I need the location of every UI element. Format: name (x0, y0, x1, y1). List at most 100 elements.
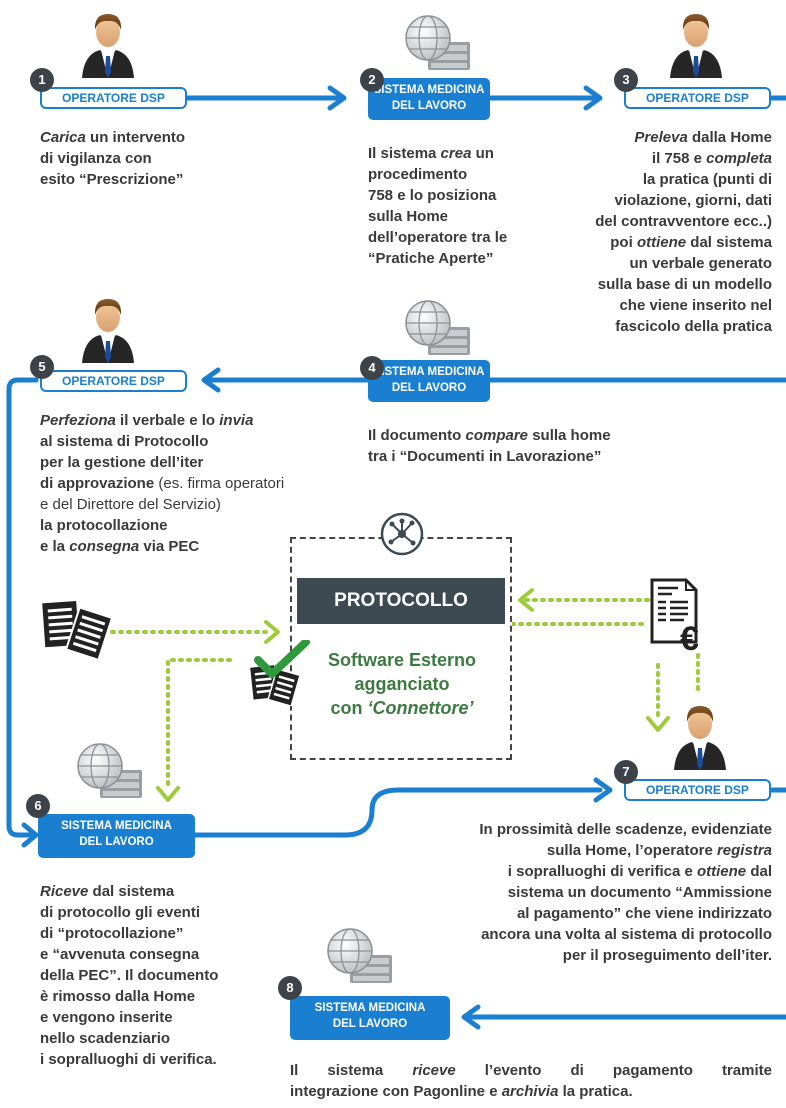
description-line: e “avvenuta consegna (40, 944, 280, 965)
step-2-number: 2 (360, 68, 384, 92)
description-text: e “avvenuta consegna (40, 946, 200, 963)
step-7-number: 7 (614, 760, 638, 784)
description-text: via PEC (139, 538, 200, 555)
description-line: per la gestione dell’iter (40, 452, 330, 473)
emphasized-verb: Riceve (40, 883, 89, 900)
description-text: sulla home (528, 427, 611, 444)
description-text: Il sistema (368, 145, 441, 162)
step-3-number: 3 (614, 68, 638, 92)
emphasized-verb: completa (706, 150, 772, 167)
description-text: un intervento (85, 129, 186, 146)
system-label-line: SISTEMA MEDICINA (373, 84, 485, 96)
description-line: è rimosso dalla Home (40, 986, 280, 1007)
description-text: esito “Prescrizione” (40, 171, 184, 188)
description-line: e vengono inserite (40, 1007, 280, 1028)
description-text: tra i “Documenti in Lavorazione” (368, 448, 602, 465)
description-line: sulla Home (368, 206, 568, 227)
step-7-operator-label: OPERATORE DSP (624, 779, 771, 801)
description-line: la protocollazione (40, 515, 330, 536)
server-globe-icon (405, 300, 470, 355)
step-1-number: 1 (30, 68, 54, 92)
description-text: della PEC”. Il documento (40, 967, 219, 984)
description-text: l’evento di pagamento tramite (455, 1062, 772, 1079)
protocol-title: PROTOCOLLO (297, 578, 505, 624)
svg-text:€: € (680, 620, 699, 658)
person-icon (82, 299, 134, 363)
description-text: un (471, 145, 494, 162)
description-line: Carica un intervento (40, 127, 260, 148)
description-text: i sopralluoghi di verifica e (507, 863, 697, 880)
invoice-euro-icon: € (650, 578, 699, 658)
description-line: procedimento (368, 164, 568, 185)
step-1-description: Carica un intervento di vigilanza con esit… (40, 127, 260, 190)
arrowhead-to-8 (461, 1004, 481, 1030)
flow-connectors (6, 85, 786, 1030)
server-globe-icon (327, 928, 392, 983)
step-4-system-label: SISTEMA MEDICINA DEL LAVORO (368, 360, 490, 402)
description-text: la pratica (punti di (642, 171, 772, 188)
protocol-line-1: Software Esterno (327, 650, 477, 670)
description-text: nello scadenziario (40, 1030, 171, 1047)
step-5-description: Perfeziona il verbale e lo invia al siste… (40, 410, 330, 557)
protocol-connectors (110, 598, 700, 792)
description-text: di protocollo gli eventi (40, 904, 201, 921)
description-text: per la gestione dell’iter (40, 454, 204, 471)
arrowhead-to-3 (583, 85, 603, 111)
protocol-connector-name: ‘Connettore’ (367, 698, 474, 718)
protocol-description: Software Esterno agganciato con ‘Connett… (300, 648, 504, 720)
person-icon (670, 14, 722, 78)
description-line: e la consegna via PEC (40, 536, 330, 557)
connector-6-7 (192, 787, 603, 838)
description-line: dell’operatore tra le (368, 227, 568, 248)
system-label-line: DEL LAVORO (391, 100, 467, 112)
description-line: di “protocollazione” (40, 923, 280, 944)
arrowhead-to-5 (201, 367, 221, 393)
description-text: di vigilanza con (40, 150, 152, 167)
description-text: Il sistema (290, 1062, 413, 1079)
description-text: poi (610, 234, 637, 251)
description-text: al pagamento” che viene indirizzato (516, 905, 772, 922)
description-text: sulla base di un modello (597, 276, 772, 293)
description-text: del contravventore ecc..) (595, 213, 772, 230)
step-1-operator-label: OPERATORE DSP (40, 87, 187, 109)
green-arrowhead-to-7 (646, 716, 670, 732)
protocol-box (290, 537, 512, 760)
description-line: nello scadenziario (40, 1028, 280, 1049)
system-label-line: SISTEMA MEDICINA (314, 1002, 426, 1014)
description-line: sulla base di un modello (560, 274, 772, 295)
emphasized-verb: consegna (69, 538, 140, 555)
person-icon (674, 706, 726, 770)
description-text: un verbale generato (629, 255, 772, 272)
description-text: integrazione con Pagonline e (290, 1083, 502, 1100)
description-text: i sopralluoghi di verifica. (40, 1051, 217, 1068)
emphasized-verb: Carica (40, 129, 86, 146)
description-text: fascicolo della pratica (615, 318, 772, 335)
connector-5-6 (6, 377, 39, 838)
description-line: del contravventore ecc..) (560, 211, 772, 232)
emphasized-verb: invia (219, 412, 254, 429)
green-arrowhead-from-invoice (518, 588, 534, 612)
description-line: di protocollo gli eventi (40, 902, 280, 923)
description-text: In prossimità delle scadenze, evidenziat… (479, 821, 772, 838)
description-line: Perfeziona il verbale e lo invia (40, 410, 330, 431)
description-line: per il proseguimento dell’iter. (410, 945, 772, 966)
description-line: al pagamento” che viene indirizzato (410, 903, 772, 924)
description-text: al sistema di Protocollo (40, 433, 209, 450)
step-8-number: 8 (278, 976, 302, 1000)
step-5-number: 5 (30, 355, 54, 379)
description-text: sulla Home (368, 208, 449, 225)
description-line: ancora una volta al sistema di protocoll… (410, 924, 772, 945)
system-label-line: SISTEMA MEDICINA (61, 820, 172, 832)
green-arrowhead-to-6 (156, 786, 180, 802)
description-line: sistema un documento “Ammissione (410, 882, 772, 903)
description-line: il 758 e completa (560, 148, 772, 169)
description-line: Il documento compare sulla home (368, 425, 698, 446)
description-text: dell’operatore tra le (368, 229, 508, 246)
emphasized-verb: compare (465, 427, 529, 444)
description-line: e del Direttore del Servizio) (40, 494, 330, 515)
person-icon (82, 14, 134, 78)
description-text: e la (40, 538, 70, 555)
arrowhead-to-2 (327, 85, 347, 111)
description-line: “Pratiche Aperte” (368, 248, 568, 269)
